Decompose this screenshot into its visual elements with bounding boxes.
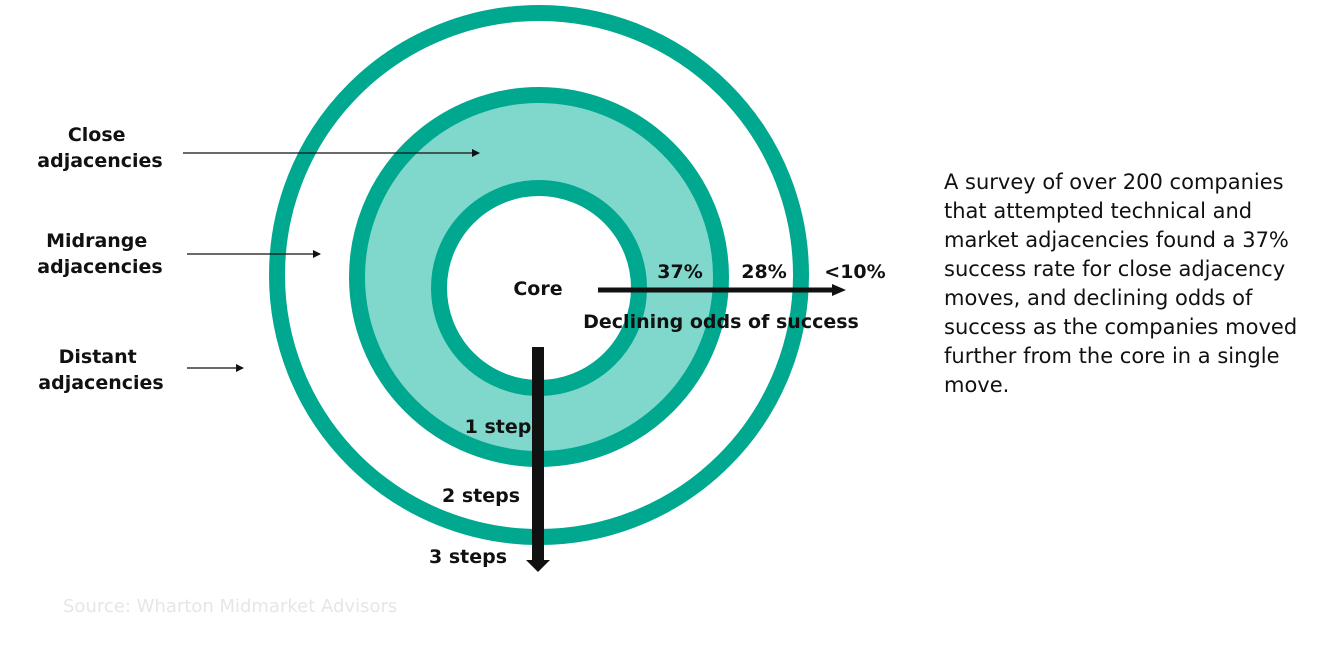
- steps-arrow-head: [526, 560, 550, 572]
- midrange-rate-label: 28%: [741, 261, 786, 283]
- odds-arrow-head: [832, 284, 846, 296]
- distant-adjacencies-label: Distant adjacencies: [38, 346, 163, 394]
- close-adjacencies-label: Close adjacencies: [37, 124, 162, 172]
- declining-odds-label: Declining odds of success: [583, 311, 859, 333]
- step-1-label: 1 step: [465, 416, 532, 438]
- distant-rate-label: <10%: [824, 261, 885, 283]
- source-note: Source: Wharton Midmarket Advisors: [63, 596, 398, 617]
- survey-description: A survey of over 200 companies that atte…: [944, 170, 1298, 397]
- step-3-label: 3 steps: [429, 546, 507, 568]
- step-2-label: 2 steps: [442, 485, 520, 507]
- midrange-adjacencies-label: Midrange adjacencies: [37, 230, 162, 278]
- close-rate-label: 37%: [657, 261, 702, 283]
- core-label: Core: [513, 278, 562, 300]
